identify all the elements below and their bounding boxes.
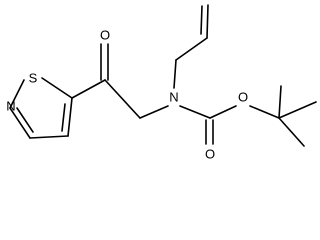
atom-ketone-oxygen: O bbox=[100, 27, 110, 42]
bond-allyl-ch2-ch bbox=[175, 37, 208, 61]
bond-c5-ketone bbox=[71, 79, 106, 99]
bond-c4-c5-inner bbox=[61, 103, 66, 132]
bond-n-c3 bbox=[9, 107, 31, 139]
bond-c5-s bbox=[41, 77, 73, 99]
atom-carbonyl-oxygen: O bbox=[205, 146, 215, 161]
bond-tbutyl-methyl-down bbox=[278, 117, 305, 147]
bond-ester-oxygen-quaternary bbox=[249, 105, 280, 119]
bond-n-c3-inner bbox=[16, 107, 34, 133]
bond-tbutyl-methyl-up bbox=[278, 85, 282, 119]
bond-ch2-amine bbox=[139, 105, 169, 119]
chemical-structure: S N O N O O bbox=[6, 4, 317, 161]
bond-ketone-ch2 bbox=[104, 79, 141, 119]
bond-amine-carbamate bbox=[179, 105, 211, 119]
atom-sulfur: S bbox=[29, 70, 38, 85]
bond-tbutyl-methyl-right bbox=[278, 101, 317, 119]
atom-amine-nitrogen: N bbox=[169, 89, 178, 104]
bond-carbamate-ester-oxygen bbox=[209, 105, 237, 119]
bond-s-n bbox=[9, 79, 25, 109]
bond-c3-c4 bbox=[29, 135, 69, 139]
bond-lines bbox=[9, 4, 317, 147]
bond-allyl-ch-ch2-double bbox=[200, 5, 203, 35]
atom-ring-nitrogen: N bbox=[6, 98, 15, 113]
atom-ester-oxygen: O bbox=[238, 89, 248, 104]
atom-labels: S N O N O O bbox=[6, 27, 248, 161]
bond-allyl-ch-ch2 bbox=[206, 4, 209, 39]
bond-c4-c5 bbox=[67, 97, 73, 137]
bond-amine-allyl-ch2 bbox=[173, 59, 177, 89]
